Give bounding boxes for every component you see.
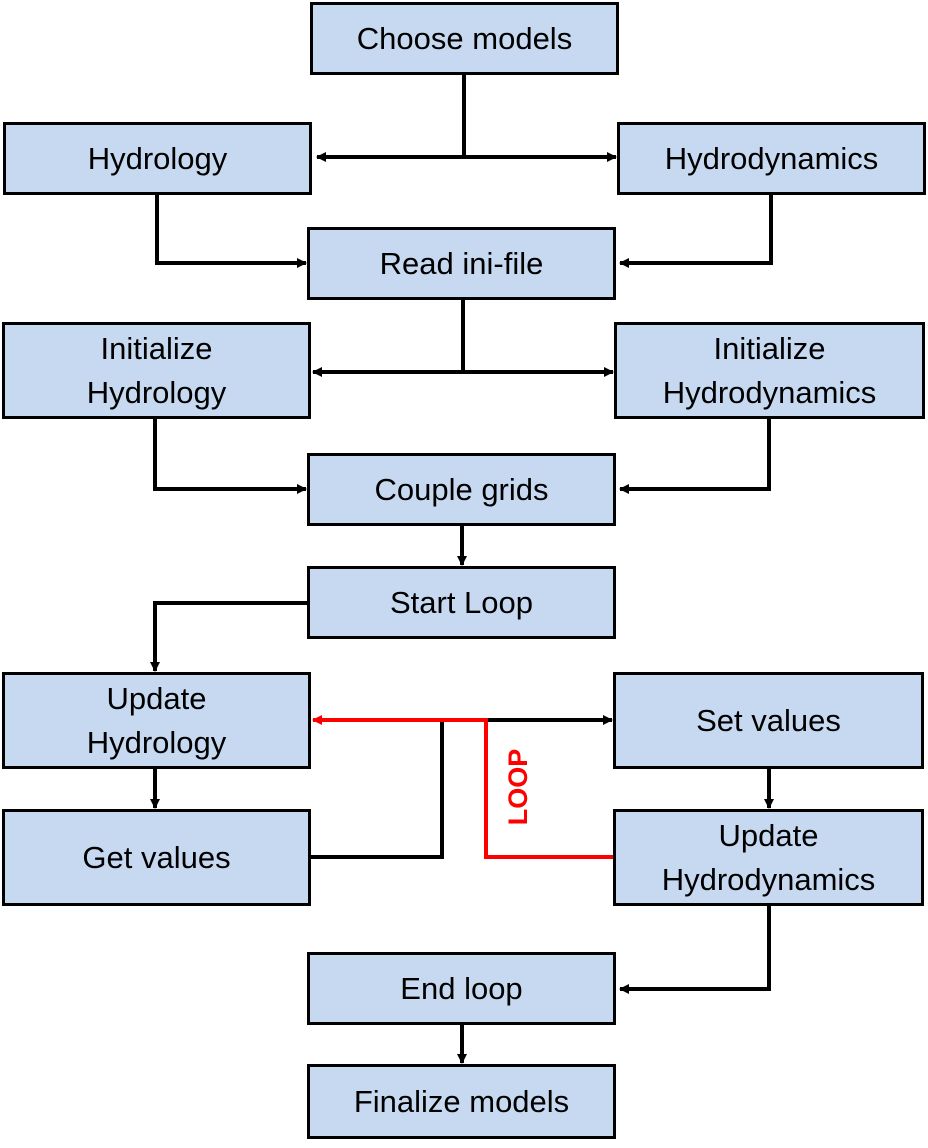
node-get-values[interactable]: Get values: [2, 809, 311, 906]
node-couple-grids[interactable]: Couple grids: [307, 453, 616, 526]
node-update-hydrodynamics[interactable]: Update Hydrodynamics: [613, 809, 924, 906]
node-hydrodynamics[interactable]: Hydrodynamics: [617, 122, 926, 195]
node-end-loop[interactable]: End loop: [307, 952, 616, 1025]
connector-get-values-to-set-values: [310, 718, 486, 859]
arrow-start-loop-to-update-hydrology: [150, 601, 308, 672]
node-hydrology[interactable]: Hydrology: [3, 122, 312, 195]
node-initialize-hydrodynamics[interactable]: Initialize Hydrodynamics: [614, 322, 925, 419]
arrow-init-hydrology-to-couple: [153, 419, 307, 494]
node-choose-models[interactable]: Choose models: [310, 2, 619, 75]
arrow-init-hydrodynamics-to-couple: [619, 419, 771, 494]
node-finalize-models[interactable]: Finalize models: [307, 1064, 616, 1139]
arrow-update-hydrodynamics-to-end-loop: [619, 905, 771, 994]
node-update-hydrology[interactable]: Update Hydrology: [2, 672, 311, 769]
node-initialize-hydrology[interactable]: Initialize Hydrology: [2, 322, 311, 419]
loop-label: LOOP: [503, 749, 533, 826]
arrow-hydrology-to-read-ini: [155, 195, 307, 268]
loop-connector: [442, 718, 614, 859]
node-set-values[interactable]: Set values: [613, 672, 924, 769]
node-start-loop[interactable]: Start Loop: [307, 566, 616, 639]
node-read-ini-file[interactable]: Read ini-file: [307, 227, 616, 300]
arrow-hydrodynamics-to-read-ini: [619, 195, 773, 268]
